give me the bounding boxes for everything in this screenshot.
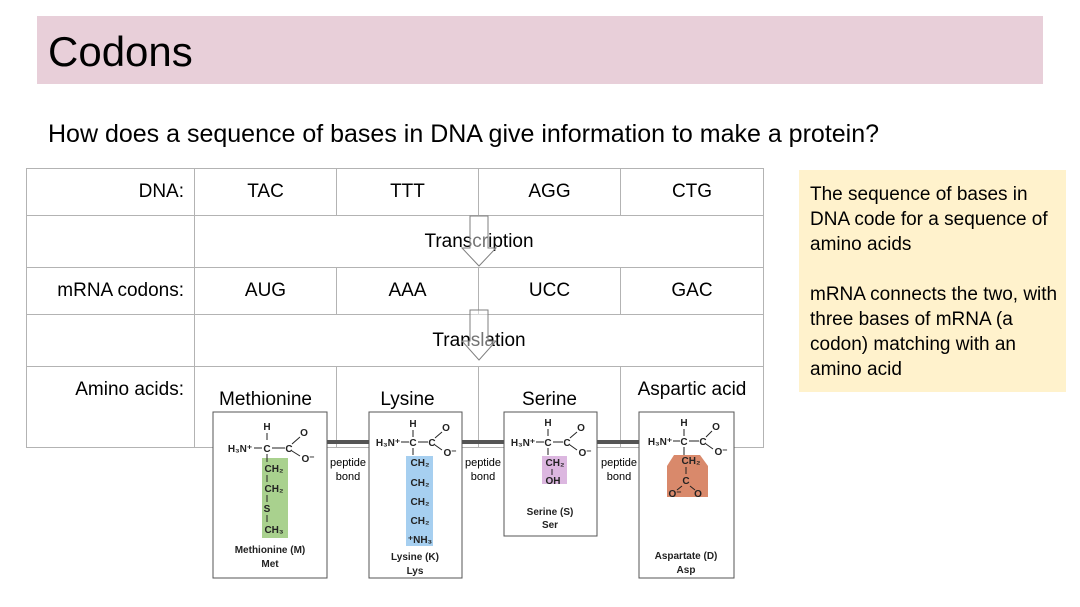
amino-acid-abbr: Lys	[407, 566, 424, 577]
atom-label: H	[544, 418, 551, 429]
amino-acid-name: Methionine	[219, 389, 312, 410]
atom-label: CH₂	[265, 484, 284, 495]
empty-cell	[26, 215, 195, 268]
mrna-row: mRNA codons: AUG AAA UCC GAC	[26, 267, 764, 315]
atom-label: CH₃	[264, 525, 283, 536]
translation-label: Translation	[194, 314, 764, 367]
atom-label: CH₂	[411, 478, 430, 489]
peptide-bond-label: peptide	[601, 457, 637, 469]
amino-label: Amino acids:	[26, 366, 195, 448]
serine-card: H H₃N⁺ C C O O⁻ CH₂ OH Serine (S) Ser	[503, 411, 598, 537]
amino-row: Amino acids: Methionine Lysine Serine As…	[26, 366, 764, 448]
atom-label: H	[409, 419, 416, 430]
atom-label: H	[263, 422, 270, 433]
atom-label: O	[300, 428, 308, 439]
amino-acid-abbr: Ser	[542, 520, 558, 531]
slide-title: Codons	[48, 28, 193, 75]
codon-table: DNA: TAC TTT AGG CTG Transcription mRNA …	[26, 168, 764, 448]
mrna-codon: GAC	[620, 267, 764, 315]
atom-label: H₃N⁺	[648, 437, 672, 448]
atom-label: CH₂	[546, 458, 565, 469]
amino-acid-abbr: Met	[261, 559, 279, 570]
atom-label: O	[694, 489, 702, 500]
mrna-codon: AAA	[336, 267, 479, 315]
atom-label: O	[712, 422, 720, 433]
amino-acid-caption: Methionine (M)	[235, 545, 306, 556]
amino-acid-name: Serine	[522, 389, 577, 410]
atom-label: H₃N⁺	[376, 438, 400, 449]
atom-label: H	[680, 418, 687, 429]
amino-acid-caption: Serine (S)	[527, 507, 574, 518]
translation-arrow-icon	[460, 309, 498, 361]
note-paragraph: The sequence of bases in DNA code for a …	[810, 184, 1048, 255]
atom-label: S	[264, 504, 271, 515]
side-chain-highlight	[667, 455, 708, 497]
amino-acid-name: Aspartic acid	[637, 379, 747, 400]
atom-label: O⁻	[668, 489, 681, 500]
amino-acid-abbr: Asp	[677, 565, 696, 576]
amino-acid-name: Lysine	[380, 389, 435, 410]
note-paragraph: mRNA connects the two, with three bases …	[810, 284, 1058, 380]
atom-label: O⁻	[578, 448, 591, 459]
transcription-label: Transcription	[194, 215, 764, 268]
atom-label: H₃N⁺	[511, 438, 535, 449]
amino-acid-caption: Lysine (K)	[391, 552, 439, 563]
atom-label: H₃N⁺	[228, 444, 252, 455]
atom-label: C	[699, 437, 706, 448]
atom-label: CH₂	[411, 516, 430, 527]
atom-label: C	[544, 438, 551, 449]
aspartate-card: H H₃N⁺ C C O O⁻ CH₂ C O⁻ O Aspartate (D)…	[638, 411, 735, 579]
transcription-arrow-icon	[460, 215, 498, 267]
mrna-label: mRNA codons:	[26, 267, 195, 315]
dna-codon: CTG	[620, 168, 764, 216]
dna-row: DNA: TAC TTT AGG CTG	[26, 168, 764, 216]
peptide-bond-label: bond	[471, 471, 495, 483]
explanation-note: The sequence of bases in DNA code for a …	[799, 170, 1066, 392]
atom-label: CH₂	[682, 456, 701, 467]
amino-acid-caption: Aspartate (D)	[655, 551, 718, 562]
atom-label: C	[285, 444, 292, 455]
atom-label: O⁻	[443, 448, 456, 459]
dna-label: DNA:	[26, 168, 195, 216]
side-chain-highlight	[542, 456, 567, 484]
atom-label: OH	[546, 476, 561, 487]
dna-codon: TAC	[194, 168, 337, 216]
atom-label: C	[563, 438, 570, 449]
atom-label: O	[442, 423, 450, 434]
slide-question: How does a sequence of bases in DNA give…	[48, 120, 880, 148]
atom-label: CH₂	[265, 464, 284, 475]
lysine-card: H H₃N⁺ C C O O⁻ CH₂ CH₂ CH₂ CH₂ ⁺NH₃ Lys…	[368, 411, 463, 579]
transcription-row: Transcription	[26, 215, 764, 268]
atom-label: ⁺NH₃	[408, 535, 433, 546]
atom-label: C	[680, 437, 687, 448]
peptide-bond-label: peptide	[330, 457, 366, 469]
side-chain-highlight	[262, 458, 288, 538]
peptide-bond-label: bond	[607, 471, 631, 483]
translation-row: Translation	[26, 314, 764, 367]
atom-label: C	[263, 444, 270, 455]
title-bar: Codons	[37, 16, 1043, 84]
atom-label: O⁻	[301, 454, 314, 465]
methionine-card: H H₃N⁺ C C O O⁻ CH₂ CH₂ S CH₃ Methionine…	[212, 411, 328, 579]
atom-label: C	[682, 476, 689, 487]
peptide-bond-label: bond	[336, 471, 360, 483]
atom-label: CH₂	[411, 458, 430, 469]
atom-label: CH₂	[411, 497, 430, 508]
atom-label: O⁻	[714, 447, 727, 458]
empty-cell	[26, 314, 195, 367]
dna-codon: AGG	[478, 168, 621, 216]
atom-label: C	[409, 438, 416, 449]
atom-label: C	[428, 438, 435, 449]
side-chain-highlight	[406, 456, 433, 546]
atom-label: O	[577, 423, 585, 434]
peptide-bond-label: peptide	[465, 457, 501, 469]
